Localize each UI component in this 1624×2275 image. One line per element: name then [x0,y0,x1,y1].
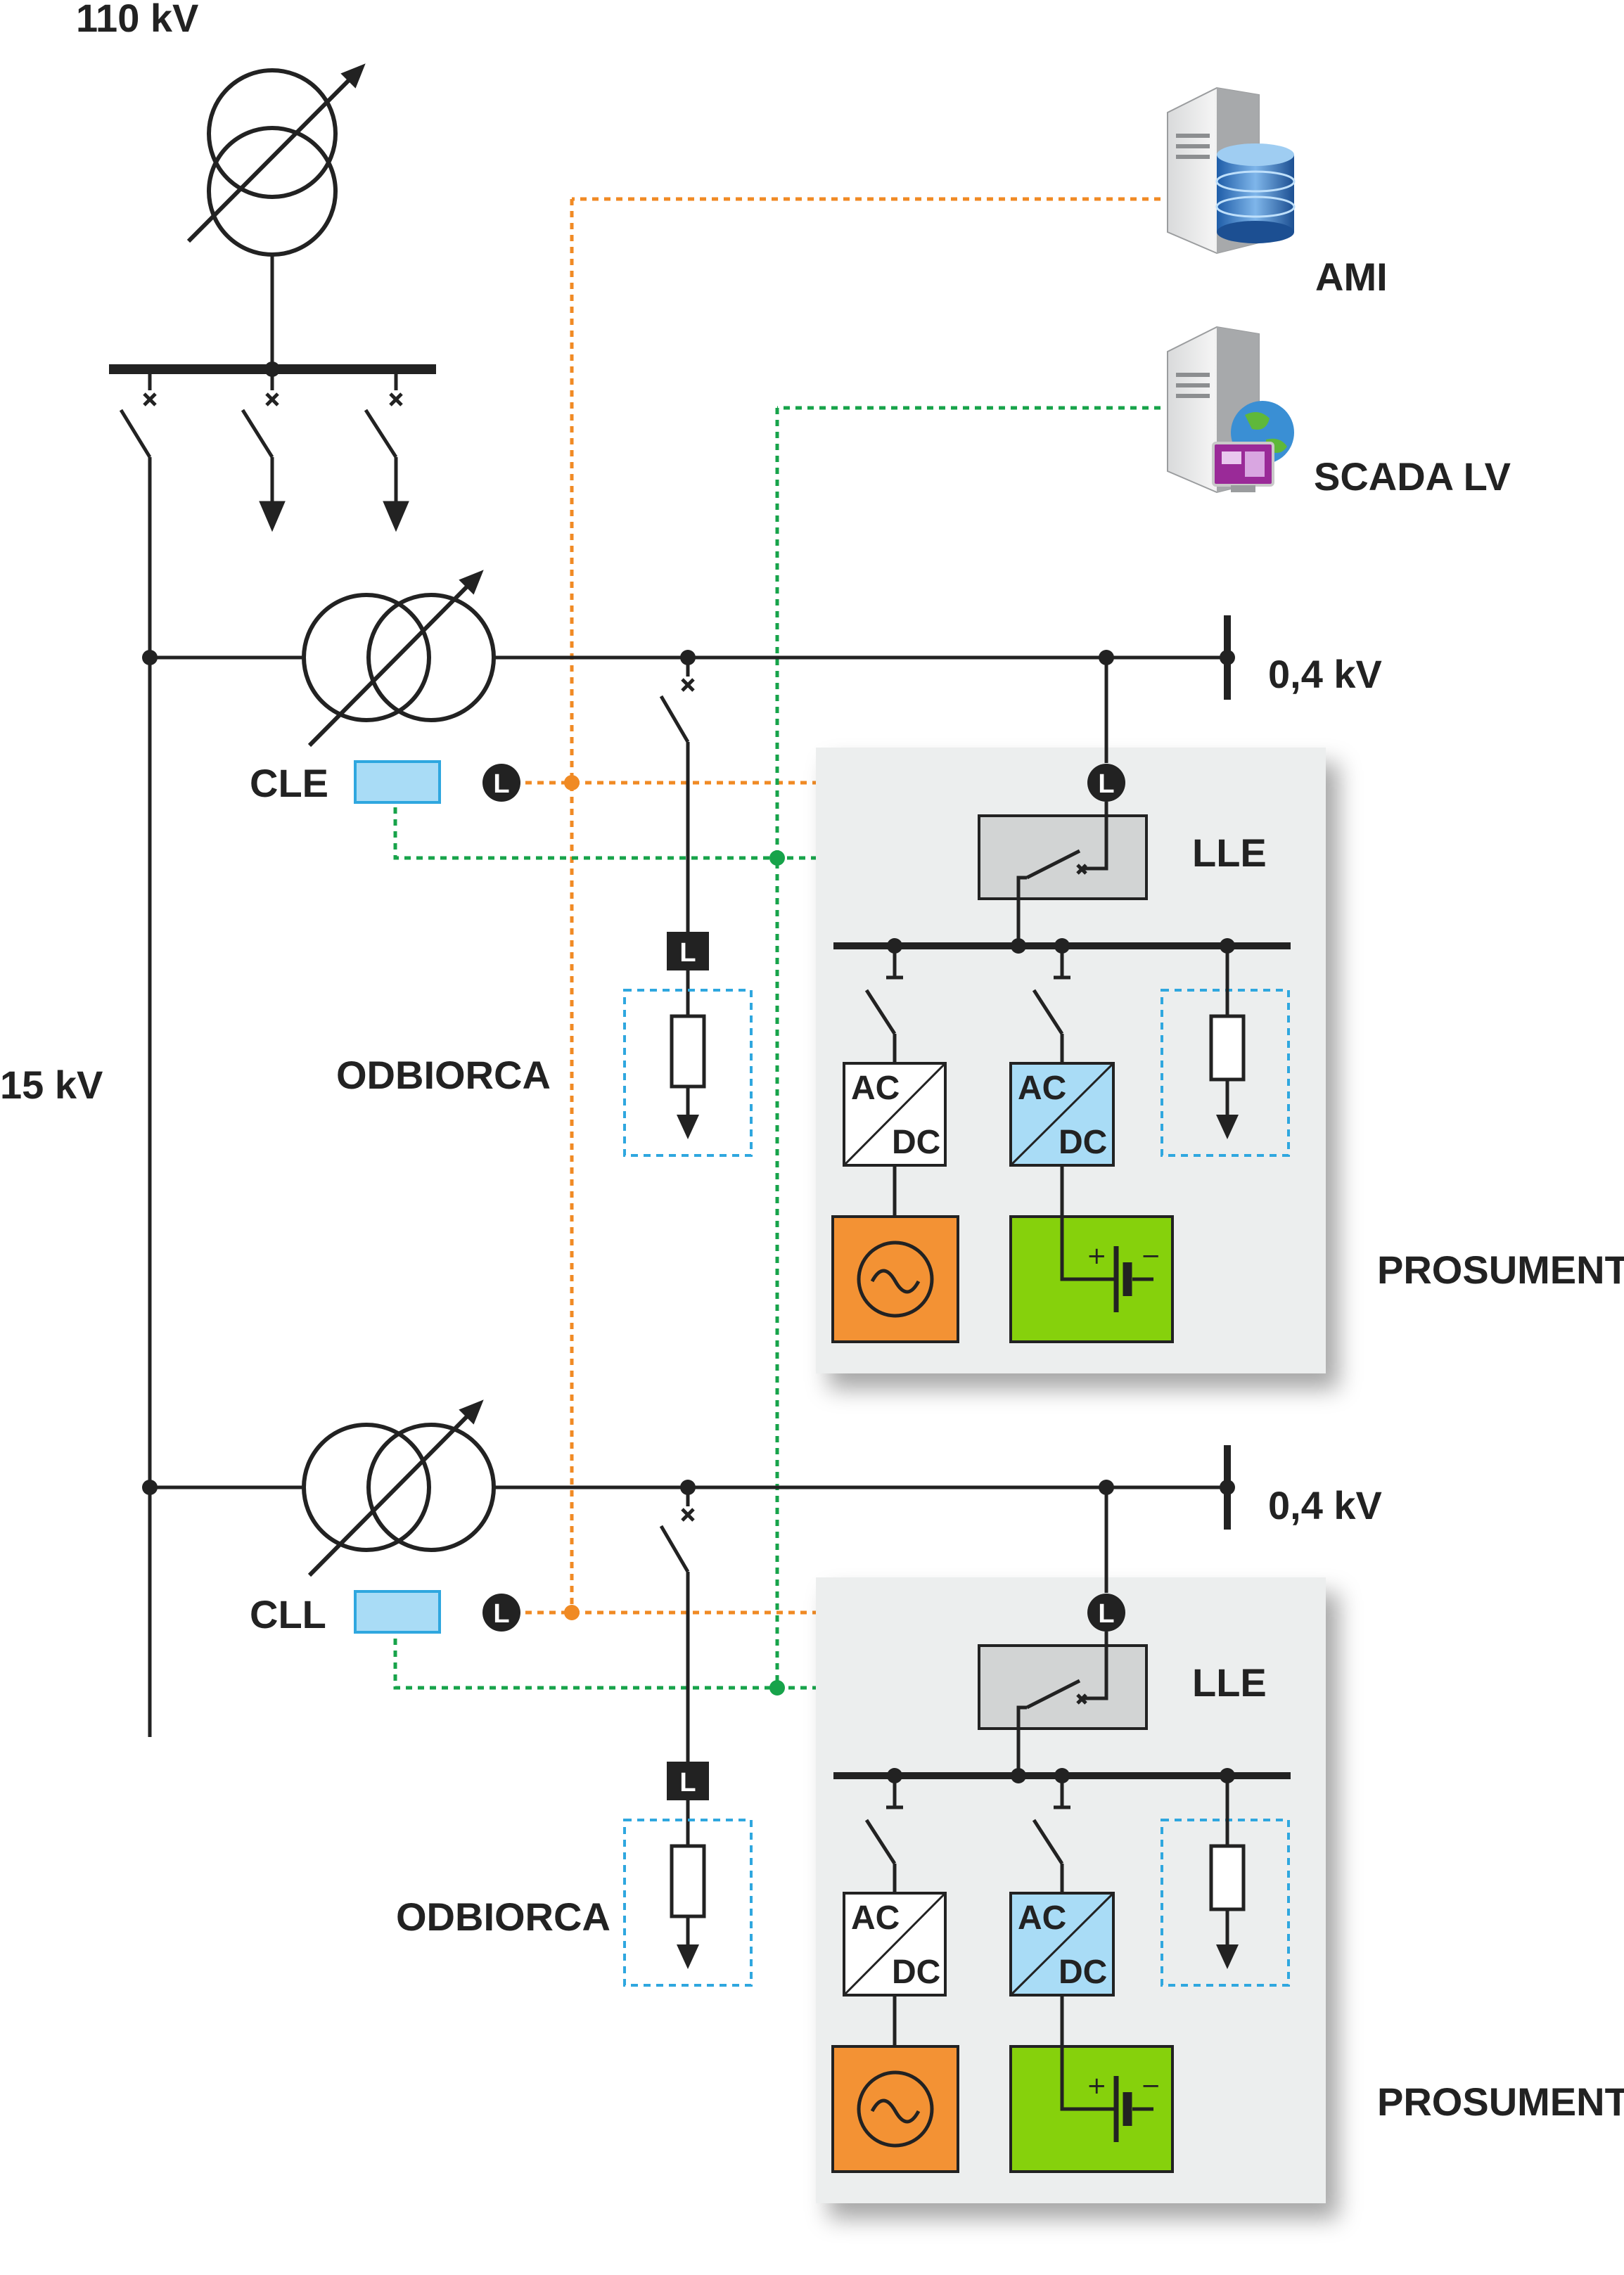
ac-dc-converter: AC DC [1009,1892,1115,1997]
svg-text:L: L [1098,769,1114,799]
mv-breaker-2 [241,369,286,532]
svg-text:DC: DC [1059,1124,1107,1161]
ac-dc-converter: AC DC [843,1062,947,1167]
meter-icon: L [667,932,709,970]
lle-box [978,1644,1148,1730]
svg-text:L: L [679,938,696,968]
lv-label: 0,4 kV [1268,1483,1382,1527]
load-icon [670,1014,706,1139]
transformer-icon [302,1399,496,1577]
ac-dc-converter: AC DC [843,1892,947,1997]
lv-label: 0,4 kV [1268,652,1382,696]
svg-text:L: L [493,769,509,799]
svg-text:AC: AC [1018,1899,1066,1937]
switch-icon [1016,1646,1108,1776]
scada-node [769,1680,785,1696]
cle-label: CLE [250,761,328,805]
svg-text:DC: DC [892,1954,940,1991]
svg-text:+: + [1087,2072,1107,2100]
consumer-box [623,1819,753,1987]
scada-label: SCADA LV [1314,454,1511,499]
lle-label: LLE [1192,831,1267,875]
cle-controller [354,760,441,804]
substation-2: 0,4 kV CLL L L ODBIORCA [142,1399,1624,2203]
hv-transformer-icon [186,63,366,257]
odbiorca-label: ODBIORCA [396,1895,610,1939]
battery-icon: + − [1009,1215,1174,1343]
prosument-label: PROSUMENT [1377,2079,1624,2124]
cll-controller [354,1590,441,1634]
meter-icon: L [1087,1594,1125,1632]
scada-link [393,406,1161,1690]
mv-label: 15 kV [0,1063,103,1107]
ami-node [564,775,580,790]
load-icon [670,1844,706,1969]
svg-text:DC: DC [892,1124,940,1161]
consumer-feeder [659,658,695,1115]
odbiorca-label: ODBIORCA [336,1053,551,1097]
lle-label: LLE [1192,1660,1267,1705]
consumer-box [1161,1819,1290,1987]
transformer-icon [302,570,496,748]
hv-label: 110 kV [76,0,198,40]
ami-server [1167,86,1296,255]
svg-text:−: − [1141,1242,1161,1270]
meter-icon: L [482,764,520,802]
database-icon [1215,143,1296,243]
ac-source-icon [831,1215,959,1343]
load-icon [1209,1776,1246,1969]
switch-icon [1016,816,1108,946]
scada-server [1167,326,1294,494]
svg-text:L: L [679,1768,696,1797]
scada-node [769,850,785,866]
ami-node [564,1605,580,1620]
monitor-icon [1212,442,1274,492]
substation-1: 0,4 kV CLE L L ODBIORCA [142,570,1624,1373]
consumer-box [623,989,753,1157]
meter-icon: L [482,1594,520,1632]
svg-text:L: L [1098,1599,1114,1629]
cll-label: CLL [250,1592,326,1636]
load-icon [1209,946,1246,1139]
prosument-label: PROSUMENT [1377,1248,1624,1292]
ami-label: AMI [1315,255,1388,299]
mv-breaker-1 [119,369,157,459]
svg-text:DC: DC [1059,1954,1107,1991]
consumer-box [1161,989,1290,1157]
svg-text:L: L [493,1599,509,1629]
svg-text:AC: AC [851,1899,900,1937]
meter-icon: L [667,1762,709,1800]
ac-source-icon [831,2045,959,2173]
svg-text:AC: AC [851,1070,900,1107]
battery-icon: + − [1009,2045,1174,2173]
lle-box [978,814,1148,900]
svg-text:−: − [1141,2072,1161,2100]
svg-text:+: + [1087,1242,1107,1270]
mv-breaker-3 [364,369,409,532]
ac-dc-converter: AC DC [1009,1062,1115,1167]
svg-text:AC: AC [1018,1070,1066,1107]
meter-icon: L [1087,764,1125,802]
consumer-feeder [659,1487,695,1944]
